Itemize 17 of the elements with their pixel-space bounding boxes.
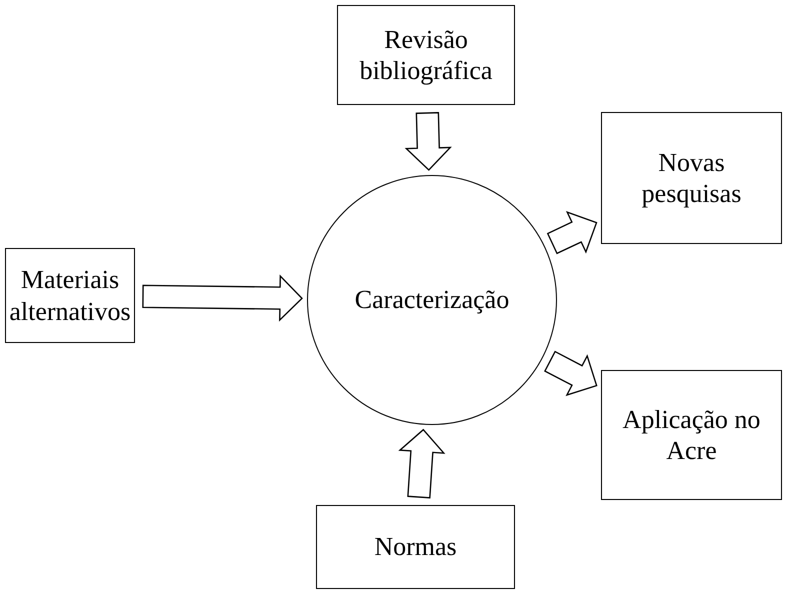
text-box: [601, 370, 782, 500]
text-box: [5, 248, 135, 343]
block-arrow: [544, 350, 598, 396]
node-label: Novas pesquisas: [640, 146, 742, 210]
block-arrow: [404, 112, 452, 171]
block-arrow: [546, 210, 598, 254]
text-box: [337, 5, 515, 105]
node-label: Normas: [373, 531, 458, 563]
block-arrow: [142, 274, 303, 322]
block-arrow: [398, 428, 446, 498]
node-label: Aplicação no Acre: [622, 404, 762, 466]
node-label: Revisão bibliográfica: [358, 24, 494, 86]
process-circle: [307, 175, 557, 425]
node-label: Caracterização: [354, 284, 510, 316]
text-box: [601, 112, 782, 244]
node-label: Materiais alternativos: [8, 264, 132, 327]
text-box: [316, 505, 515, 589]
